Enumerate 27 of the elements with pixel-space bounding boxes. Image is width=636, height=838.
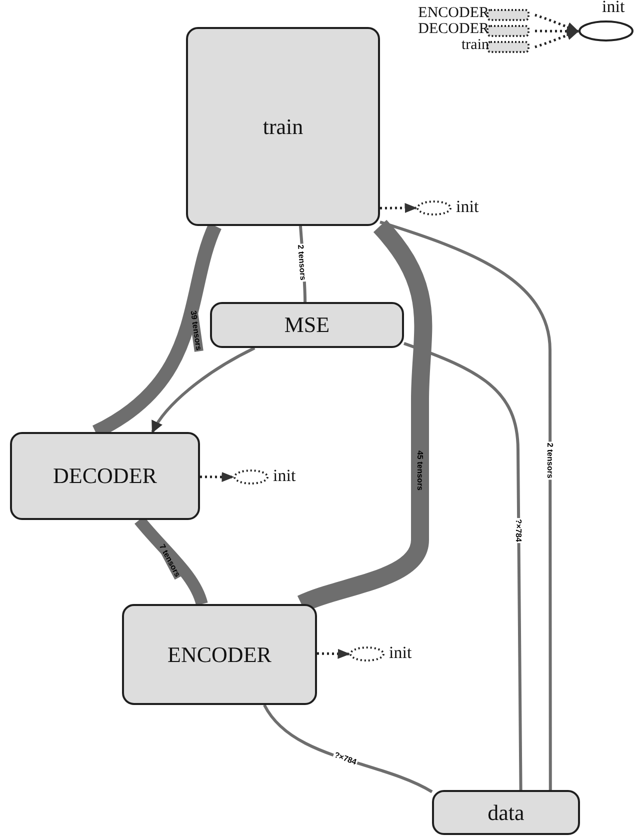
edge-label: 45 tensors — [416, 448, 424, 492]
node-label: init — [389, 643, 412, 663]
dotted-arrow — [534, 30, 580, 48]
dotted-arrow — [316, 648, 350, 659]
node-label: ENCODER — [418, 5, 489, 22]
dotted-arrow — [200, 472, 234, 482]
edge-label: ?×784 — [514, 518, 522, 542]
edge-label: 2 tensors — [546, 441, 554, 479]
node-label: init — [602, 0, 625, 17]
process-box: ENCODER — [122, 604, 317, 705]
dotted-arrow — [534, 14, 580, 32]
node-label: train — [462, 37, 489, 54]
process-box: train — [186, 27, 380, 226]
node-label: init — [456, 197, 479, 217]
node-label: init — [273, 466, 296, 486]
connector-band — [380, 220, 552, 790]
process-box: data — [432, 790, 580, 835]
connector-band — [263, 704, 433, 794]
edge-label: 2 tensors — [296, 242, 308, 282]
process-box: MSE — [210, 302, 404, 348]
process-box: DECODER — [10, 432, 200, 520]
edge-label: ?×784 — [332, 750, 358, 766]
dotted-arrow — [535, 26, 580, 36]
node-label: DECODER — [418, 21, 489, 38]
connector-band — [404, 342, 522, 790]
arrow — [151, 346, 256, 434]
dotted-arrow — [380, 203, 418, 214]
